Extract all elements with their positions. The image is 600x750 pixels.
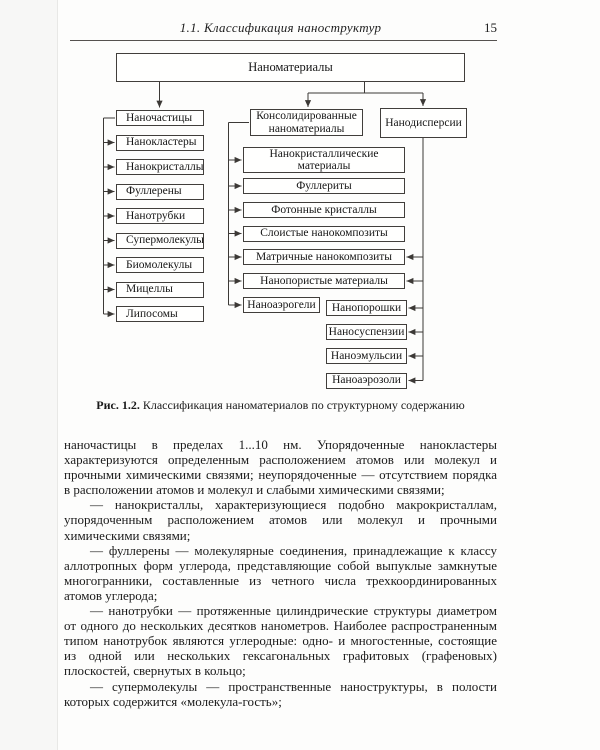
figure-box-consolidated-nanomaterials: Консолидированные наноматериалы (250, 109, 363, 136)
figure-caption-text: Классификация наноматериалов по структур… (139, 398, 465, 412)
figure-box-nanotubes: Нанотрубки (116, 208, 204, 224)
figure-box-nanoaerosols: Наноаэрозоли (326, 372, 407, 389)
figure-box-nanoclusters: Нанокластеры (116, 134, 204, 151)
header-rule (70, 40, 497, 41)
figure-box-biomolecules: Биомолекулы (116, 257, 204, 273)
figure-box-layered-nanocomposites: Слоистые нанокомпозиты (243, 225, 405, 242)
body-paragraph: — супермолекулы — пространственные нанос… (64, 678, 497, 709)
figure-box-matrix-nanocomposites: Матричные нанокомпозиты (243, 249, 405, 265)
figure-box-nanodispersions: Нанодисперсии (380, 108, 467, 138)
scan-page-edge (0, 0, 58, 750)
figure-box-nanocrystalline-materials: Нанокристаллические материалы (243, 147, 405, 173)
figure-box-nanoporous-materials: Нанопористые материалы (243, 273, 405, 289)
figure-box-nanoemulsions: Наноэмульсии (326, 348, 407, 364)
body-paragraph: — нанотрубки — протяженные цилиндрически… (64, 603, 497, 679)
body-text: наночастицы в пределах 1...10 нм. Упоряд… (64, 437, 497, 709)
figure-box-micelles: Мицеллы (116, 281, 204, 298)
figure-box-nanopowders: Нанопорошки (326, 300, 407, 316)
figure-box-nanoparticles: Наночастицы (116, 110, 204, 126)
figure-caption: Рис. 1.2. Классификация наноматериалов п… (64, 398, 497, 413)
figure-box-nanosuspensions: Наносуспензии (326, 324, 407, 340)
figure-box-nanomaterials: Наноматериалы (116, 53, 465, 82)
figure-box-nanocrystals: Нанокристаллы (116, 159, 204, 175)
running-title: 1.1. Классификация наноструктур (179, 20, 382, 35)
body-paragraph: — фуллерены — молекулярные соединения, п… (64, 542, 497, 603)
figure-box-nanoaerogels: Наноаэрогели (243, 297, 320, 313)
figure-box-supermolecules: Супермолекулы (116, 232, 204, 249)
figure-box-photonic-crystals: Фотонные кристаллы (243, 202, 405, 218)
body-paragraph: — нанокристаллы, характеризующиеся подоб… (64, 497, 497, 543)
body-paragraph: наночастицы в пределах 1...10 нм. Упоряд… (64, 437, 497, 498)
figure-box-fullerenes: Фуллерены (116, 183, 204, 200)
figure-box-fullerites: Фуллериты (243, 178, 405, 194)
page-number: 15 (484, 20, 497, 35)
figure-caption-label: Рис. 1.2. (96, 398, 140, 412)
figure-box-liposomes: Липосомы (116, 306, 204, 322)
